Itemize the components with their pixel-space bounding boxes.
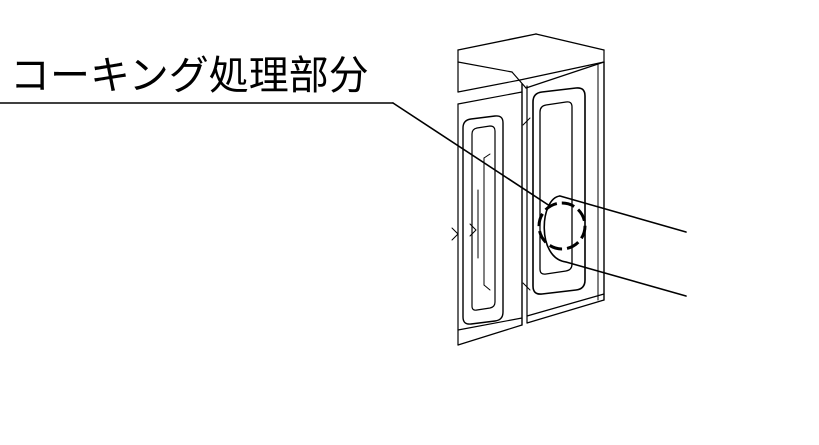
- leader-line: [0, 102, 557, 211]
- left-panel-frame: [451, 115, 504, 325]
- unit-vertical-edges: [457, 61, 605, 346]
- caulking-marker-circle: [537, 201, 587, 251]
- unit-bottom-edges: [457, 293, 605, 346]
- unit-top-surface: [457, 33, 605, 105]
- cable-pipe: [543, 195, 687, 297]
- right-panel-frame: [522, 87, 586, 295]
- callout-label: コーキング処理部分: [10, 53, 369, 99]
